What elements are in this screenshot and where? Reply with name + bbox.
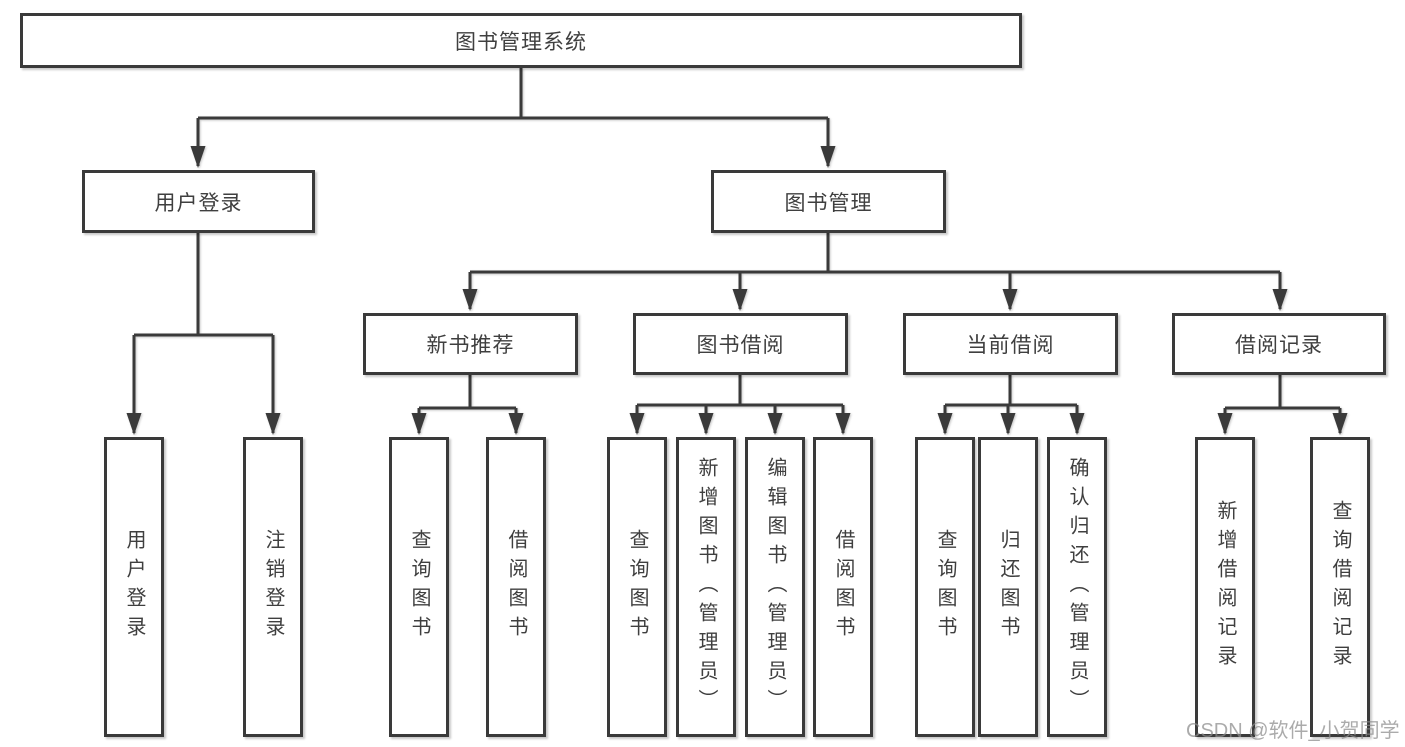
node-label: 借阅记录 [1235,334,1323,357]
leaf-current-query-book: 查询图书 [915,437,975,737]
leaf-newbook-query-book: 查询图书 [389,437,449,737]
connector-current-trunk [945,375,1077,407]
node-root-label: 图书管理系统 [455,30,587,54]
node-label: 当前借阅 [966,334,1055,357]
connector-root-trunk [198,68,828,120]
leaf-label: 新增借阅记录 [1214,500,1236,674]
node-book-management: 图书管理 [711,170,946,233]
node-current-borrow: 当前借阅 [903,313,1118,375]
leaf-borrow-borrow-book: 借阅图书 [813,437,873,737]
node-new-book-recommend: 新书推荐 [363,313,578,375]
leaf-borrow-query-book: 查询图书 [607,437,667,737]
leaf-current-confirm-return-admin: 确认归还（管理员） [1047,437,1107,737]
leaf-current-return-book: 归还图书 [978,437,1038,737]
connector-record-trunk [1225,375,1340,410]
leaf-label: 编辑图书（管理员） [764,456,786,718]
leaf-record-add-record: 新增借阅记录 [1195,437,1255,737]
node-label: 用户登录 [154,191,243,215]
csdn-watermark: CSDN @软件_小贺同学 [1186,720,1400,742]
leaf-label: 借阅图书 [505,529,527,645]
connector-borrow-trunk [637,375,843,407]
leaf-label: 归还图书 [997,529,1019,645]
node-book-borrow: 图书借阅 [633,313,848,375]
leaf-user-login: 用户登录 [104,437,164,737]
node-label: 图书管理 [784,191,873,215]
leaf-borrow-add-book-admin: 新增图书（管理员） [676,437,736,737]
leaf-label: 查询图书 [934,529,956,645]
leaf-record-query-record: 查询借阅记录 [1310,437,1370,737]
leaf-label: 确认归还（管理员） [1066,456,1088,718]
node-root-system: 图书管理系统 [20,13,1022,68]
node-label: 图书借阅 [696,334,785,357]
node-user-login-group: 用户登录 [82,170,315,233]
leaf-label: 查询借阅记录 [1329,500,1351,674]
leaf-logout: 注销登录 [243,437,303,737]
connector-user-trunk [134,233,273,337]
leaf-label: 注销登录 [262,529,284,645]
node-label: 新书推荐 [426,334,515,357]
node-borrow-record: 借阅记录 [1172,313,1386,375]
leaf-label: 用户登录 [123,529,145,645]
connector-mgmt-trunk [470,233,1280,274]
connector-newbook-trunk [419,375,516,410]
leaf-label: 查询图书 [408,529,430,645]
leaf-borrow-edit-book-admin: 编辑图书（管理员） [745,437,805,737]
leaf-label: 查询图书 [626,529,648,645]
leaf-label: 新增图书（管理员） [695,456,717,718]
leaf-label: 借阅图书 [832,529,854,645]
leaf-newbook-borrow-book: 借阅图书 [486,437,546,737]
